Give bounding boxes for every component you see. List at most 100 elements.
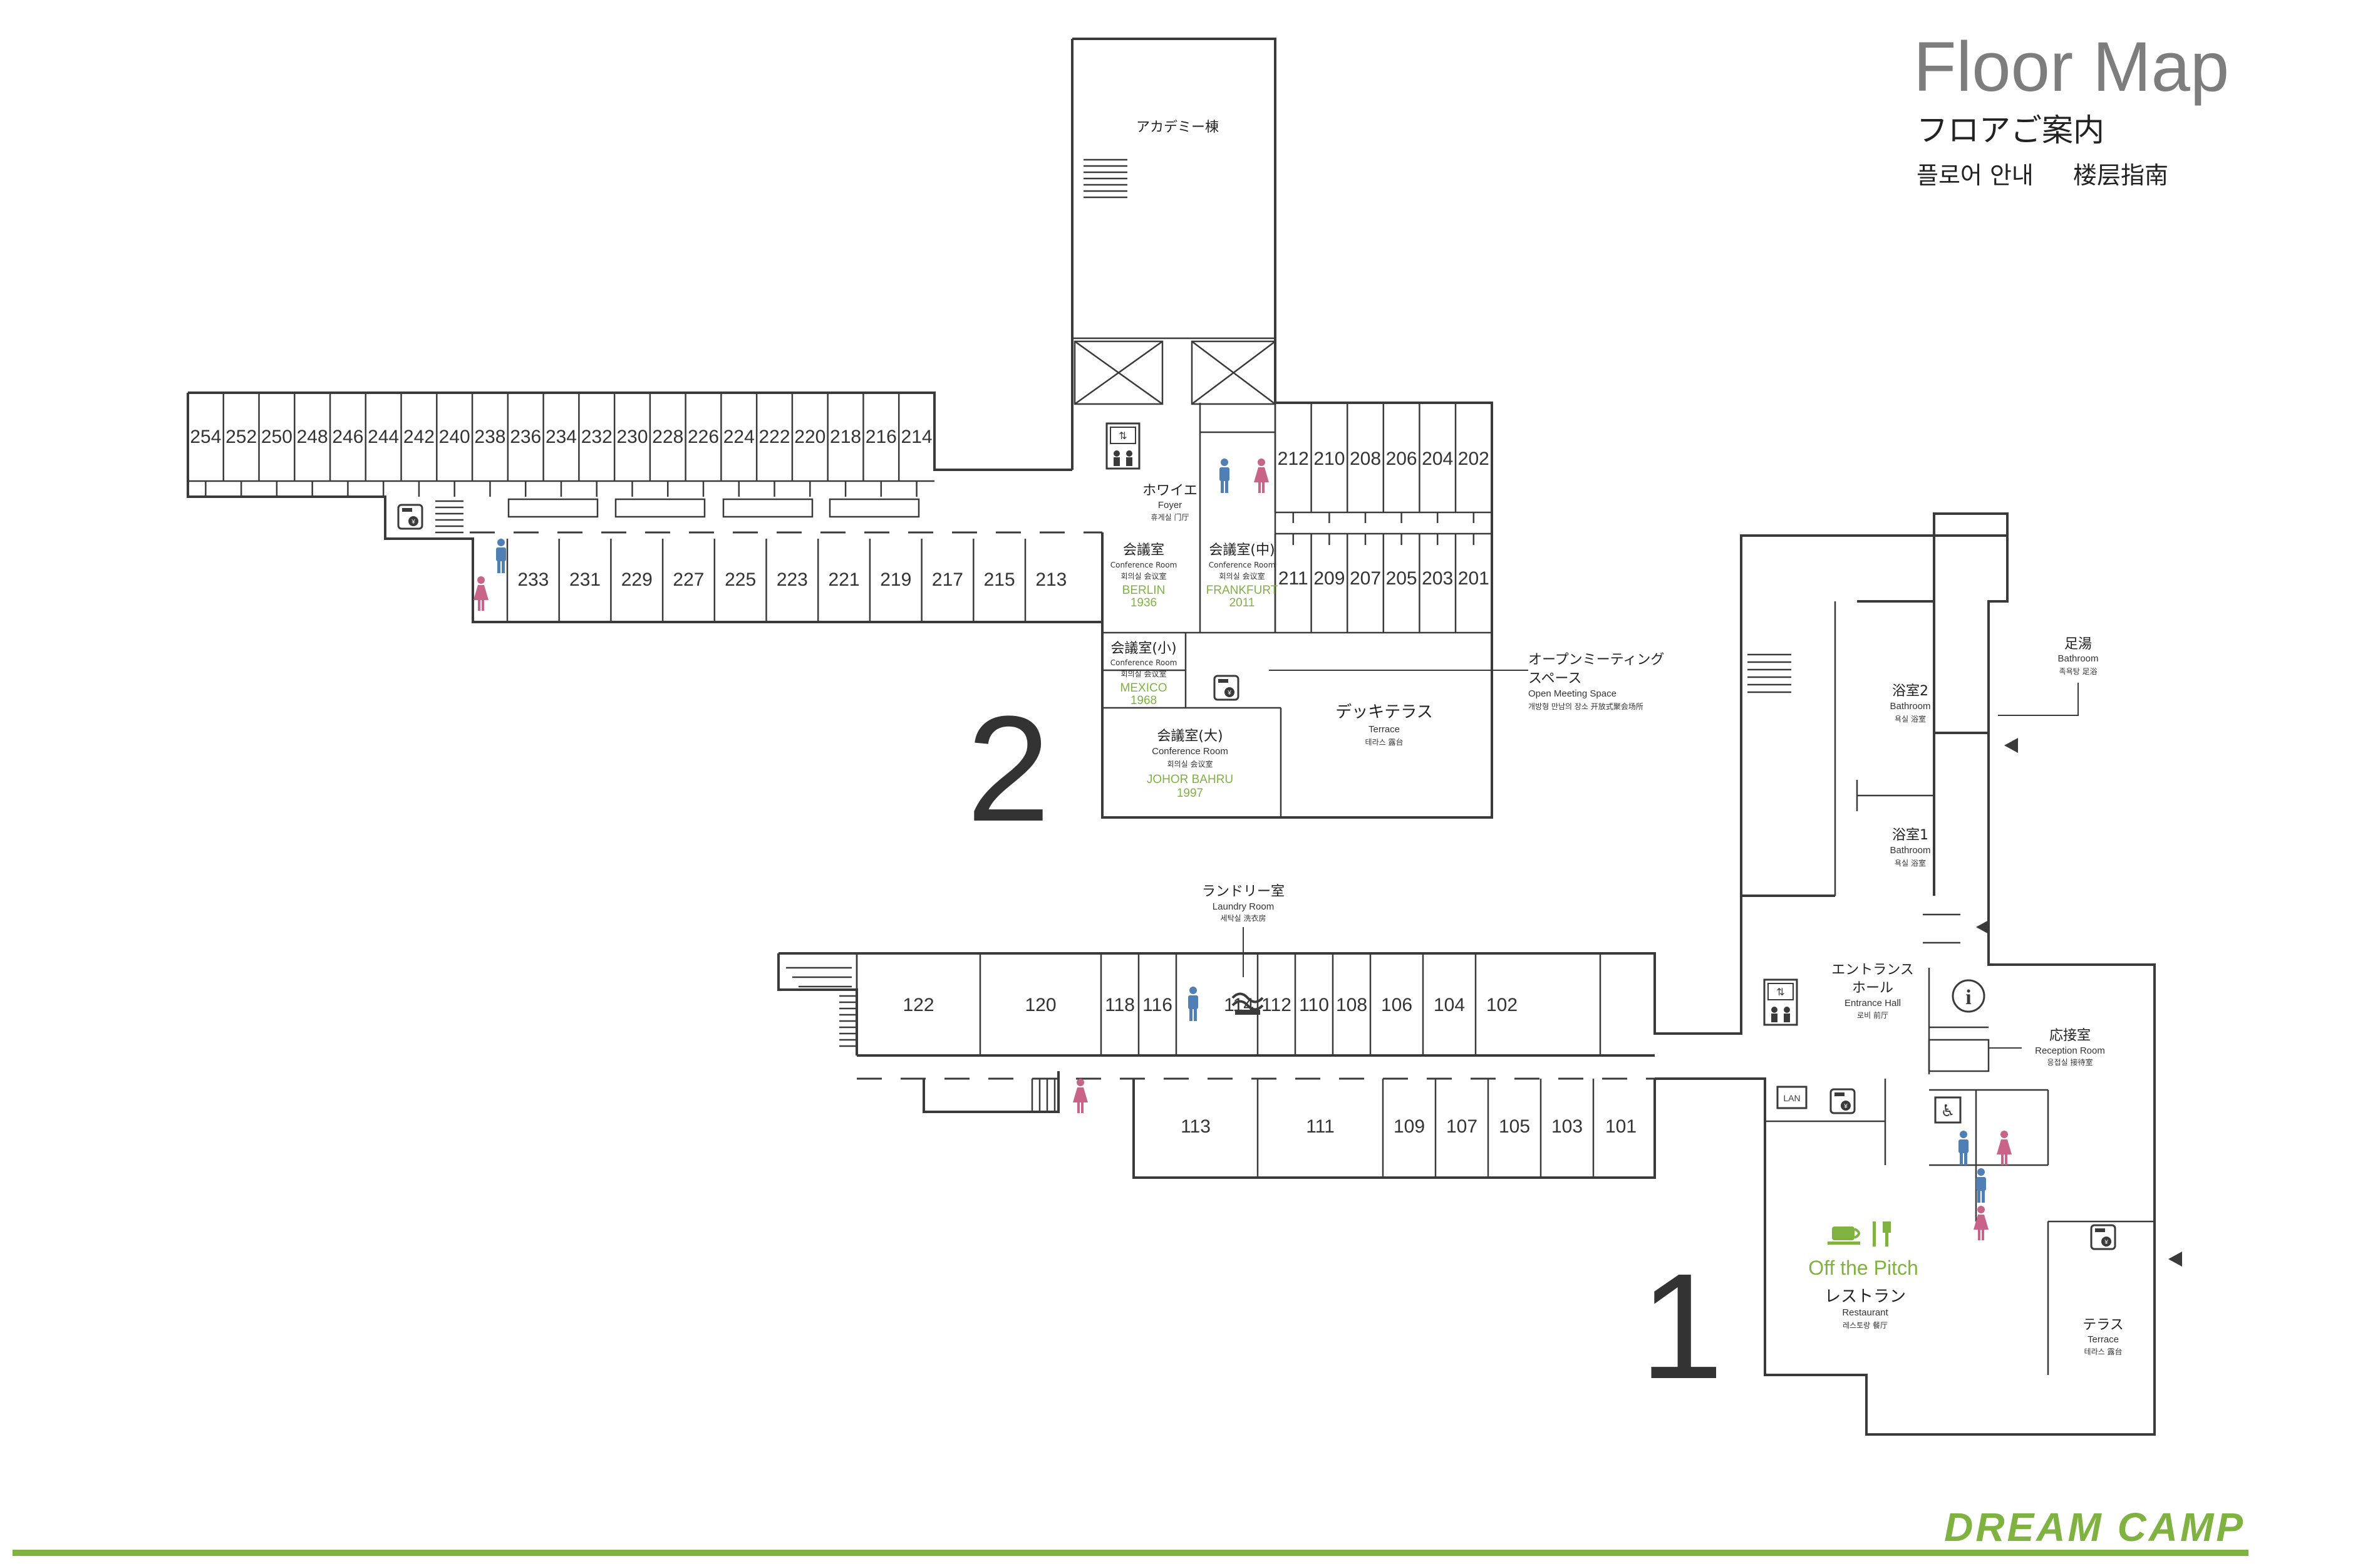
room-118: 118 (1105, 995, 1135, 1015)
entrance-arrow-icon (2004, 738, 2018, 753)
laundry-label: ランドリー室 (1202, 884, 1285, 900)
entrance-hall-label-2: ホール (1852, 980, 1893, 996)
room-218: 218 (830, 427, 861, 447)
room-254: 254 (190, 427, 221, 447)
room-214: 214 (901, 427, 933, 447)
svg-text:i: i (1965, 986, 1971, 1009)
room-203: 203 (1422, 568, 1453, 589)
vending-machine-icon (1213, 675, 1239, 701)
room-242: 242 (403, 427, 435, 447)
mens-restroom-icon (1958, 1131, 1969, 1165)
room-207: 207 (1350, 568, 1381, 589)
conf-berlin-label: 会議室 (1123, 542, 1164, 558)
room-238: 238 (474, 427, 505, 447)
restaurant-name: Off the Pitch (1808, 1257, 1918, 1279)
restaurant-kozh: 레스토랑 餐厅 (1843, 1320, 1888, 1330)
room-212: 212 (1278, 449, 1309, 469)
room-250: 250 (261, 427, 292, 447)
stairs-icon (1031, 1079, 1056, 1112)
room-233: 233 (517, 569, 549, 590)
bath2-label: 浴室2 (1892, 683, 1928, 699)
room-102: 102 (1486, 995, 1518, 1015)
elevator-icon (1105, 422, 1141, 470)
vending-machine-icon (1829, 1088, 1856, 1114)
room-215: 215 (984, 569, 1015, 590)
room-120: 120 (1025, 995, 1056, 1015)
room-220: 220 (794, 427, 825, 447)
room-229: 229 (621, 569, 653, 590)
foyer-label-kozh: 휴게실 门厅 (1151, 512, 1189, 522)
bath2-kozh: 욕실 浴室 (1895, 714, 1926, 723)
room-209: 209 (1313, 568, 1345, 589)
room-206: 206 (1386, 449, 1417, 469)
room-113: 113 (1181, 1116, 1211, 1137)
conf-frankfurt-en: Conference Room (1209, 561, 1276, 569)
entrance-hall-label: エントランス (1831, 962, 1914, 978)
foyer-label-en: Foyer (1158, 500, 1182, 511)
bath1-en: Bathroom (1890, 845, 1930, 856)
lan-icon: LAN (1776, 1086, 1808, 1109)
conf-frankfurt-name: FRANKFURT (1206, 584, 1278, 597)
vending-machine-icon (2090, 1224, 2116, 1250)
brand-logo: DREAM CAMP (1944, 1505, 2245, 1550)
floor-1-number: 1 (1640, 1242, 1723, 1410)
mens-restroom-icon (1976, 1168, 1986, 1203)
conf-mexico-kozh: 회의실 会议室 (1121, 669, 1167, 678)
room-213: 213 (1035, 569, 1067, 590)
room-116: 116 (1142, 995, 1172, 1015)
room-204: 204 (1422, 449, 1453, 469)
mens-restroom-icon (1188, 987, 1198, 1021)
room-222: 222 (759, 427, 790, 447)
conf-berlin-year: 1936 (1130, 596, 1157, 609)
bath1-label: 浴室1 (1892, 827, 1928, 843)
open-meeting-label-2: スペース (1528, 671, 1581, 687)
deck-terrace-kozh: 테라스 露台 (1365, 737, 1404, 747)
conf-frankfurt-label: 会議室(中) (1209, 542, 1275, 558)
terrace-kozh: 테라스 露台 (2084, 1347, 2123, 1356)
room-122: 122 (903, 995, 934, 1015)
restaurant-label: レストラン (1824, 1287, 1906, 1306)
room-208: 208 (1350, 449, 1381, 469)
room-101: 101 (1605, 1116, 1637, 1137)
room-230: 230 (616, 427, 648, 447)
conf-berlin-kozh: 회의실 会议室 (1121, 571, 1167, 581)
entrance-hall-kozh: 로비 前厅 (1857, 1010, 1888, 1020)
conf-johor-name: JOHOR BAHRU (1147, 773, 1233, 786)
womens-restroom-icon (1997, 1131, 2012, 1165)
conf-mexico-label: 会議室(小) (1110, 641, 1176, 656)
cafe-icon (1828, 1221, 1891, 1247)
room-236: 236 (510, 427, 541, 447)
room-228: 228 (652, 427, 683, 447)
information-icon: i (1952, 979, 1985, 1013)
conf-mexico-en: Conference Room (1110, 658, 1177, 667)
conf-berlin-en: Conference Room (1110, 561, 1177, 569)
conf-mexico-year: 1968 (1130, 694, 1157, 707)
room-106: 106 (1381, 995, 1412, 1015)
conf-mexico-name: MEXICO (1120, 682, 1167, 695)
mens-restroom-icon (1219, 459, 1229, 493)
room-225: 225 (725, 569, 756, 590)
wheelchair-restroom-icon: ♿ (1934, 1096, 1962, 1124)
open-meeting-label: オープンミーティング (1528, 652, 1664, 668)
room-211: 211 (1278, 568, 1308, 589)
footbath-label: 足湯 (2064, 636, 2092, 652)
room-234: 234 (546, 427, 577, 447)
deck-terrace-en: Terrace (1368, 724, 1400, 735)
mens-restroom-icon (496, 539, 506, 573)
floor-2-number: 2 (966, 685, 1050, 853)
lan-label: LAN (1783, 1093, 1800, 1103)
open-meeting-kozh: 개방형 만남의 장소 开放式聚会场所 (1528, 702, 1643, 711)
room-104: 104 (1434, 995, 1465, 1015)
terrace-label: テラス (2082, 1317, 2124, 1333)
reception-kozh: 응접실 接待室 (2047, 1057, 2093, 1067)
conf-frankfurt-kozh: 회의실 会议室 (1219, 571, 1265, 581)
womens-restroom-icon (1073, 1079, 1088, 1113)
conf-johor-en: Conference Room (1152, 746, 1228, 757)
reception-en: Reception Room (2035, 1045, 2105, 1056)
